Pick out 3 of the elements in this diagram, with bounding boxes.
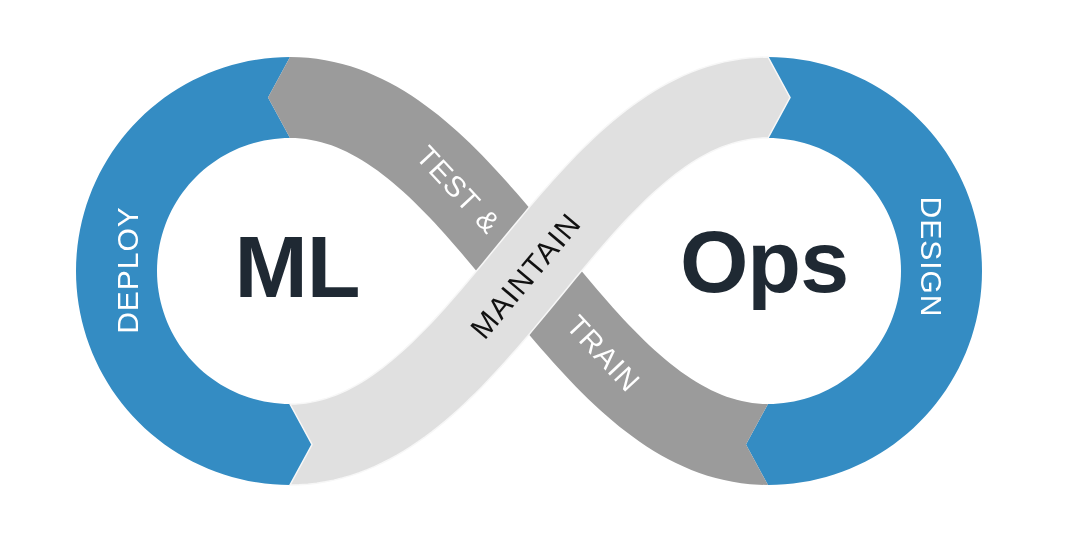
segment-label: DEPLOY [113, 206, 143, 334]
segment-label: DESIGN [916, 196, 946, 318]
loop-label: ML [234, 223, 360, 311]
